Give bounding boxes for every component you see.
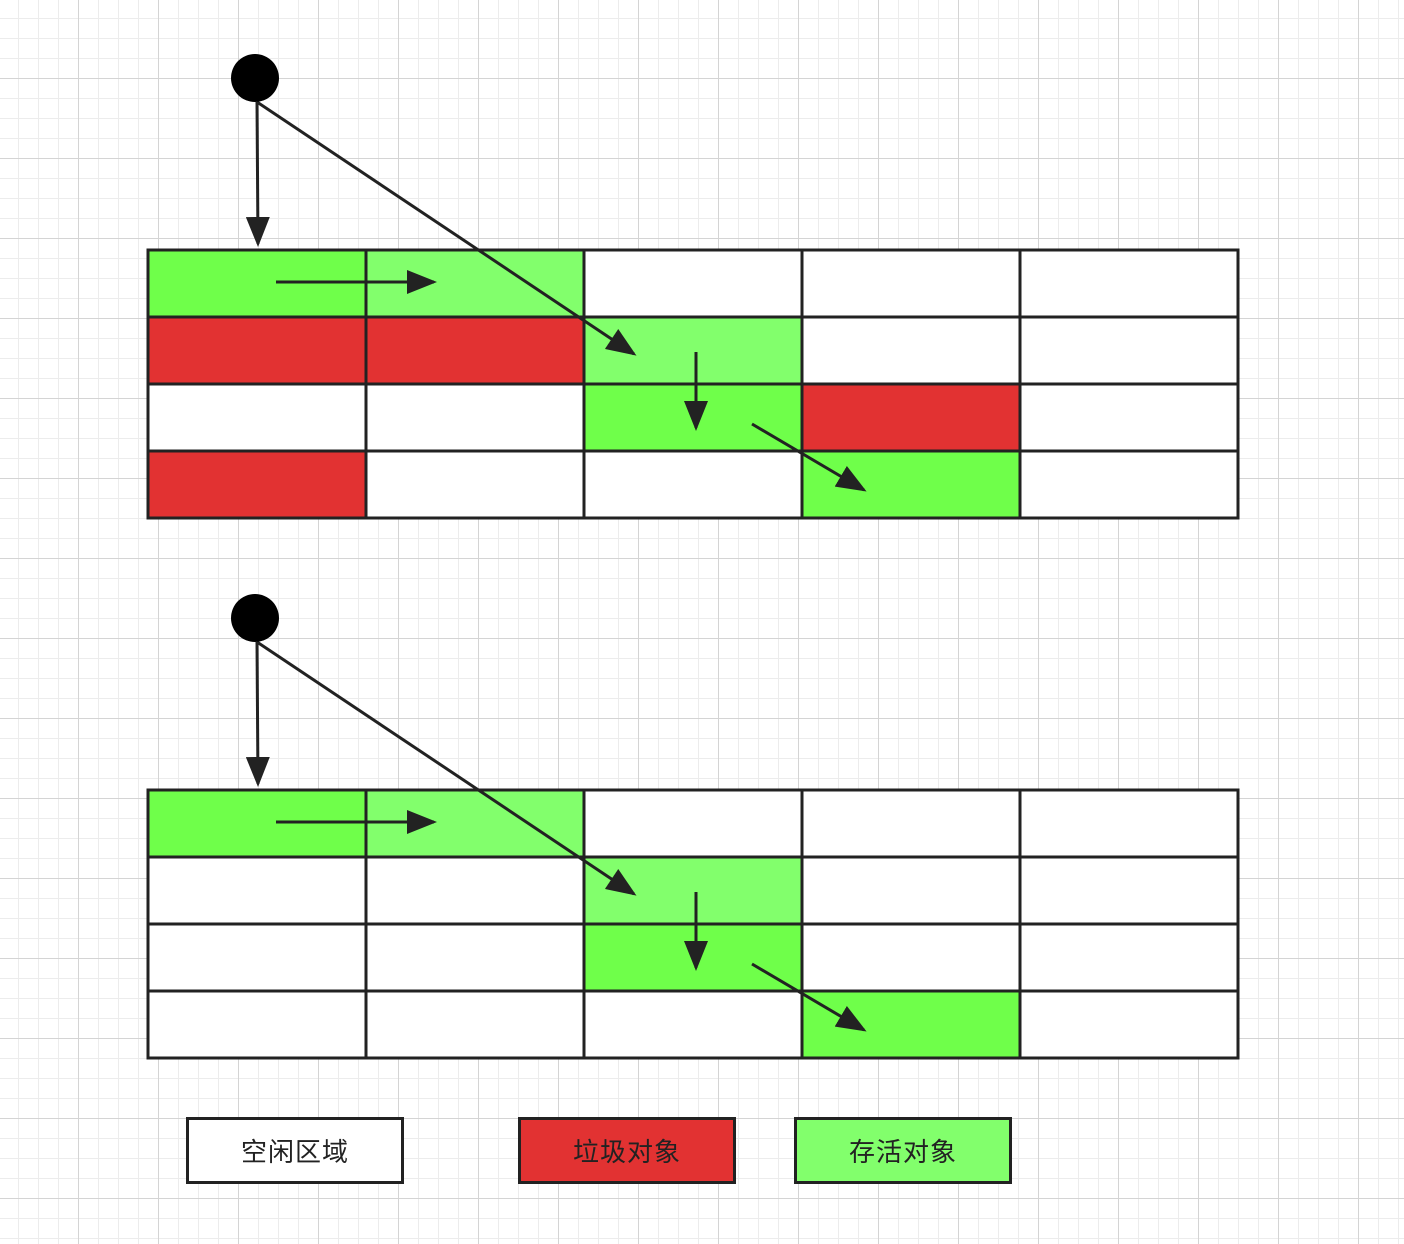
memory-cell-live-dark: [582, 382, 804, 453]
memory-cell-free: [364, 382, 586, 453]
legend-live-label: 存活对象: [848, 1138, 957, 1168]
root-to-middle-arrow: [256, 640, 637, 896]
legend-garbage-label: 垃圾对象: [572, 1138, 681, 1168]
root-to-first-arrow: [245, 101, 270, 247]
memory-cell-garbage: [800, 382, 1022, 453]
memory-cell-free: [146, 922, 368, 993]
memory-cell-free: [146, 855, 368, 926]
memory-cell-free: [582, 989, 804, 1060]
memory-cell-free: [364, 449, 586, 520]
memory-cell-free: [364, 922, 586, 993]
memory-cell-free: [1018, 855, 1240, 926]
memory-cell-garbage: [146, 449, 368, 520]
legend-garbage-object: 垃圾对象: [518, 1117, 736, 1184]
memory-cell-live-light: [582, 315, 804, 386]
memory-cell-free: [364, 855, 586, 926]
memory-cell-free: [800, 315, 1022, 386]
after-compaction-references: [231, 594, 867, 1032]
memory-cell-free: [364, 989, 586, 1060]
root-to-middle-arrow: [256, 100, 637, 356]
memory-cell-free: [146, 382, 368, 453]
before-compaction-grid: [146, 248, 1240, 520]
memory-cell-free: [1018, 382, 1240, 453]
memory-cell-garbage: [364, 315, 586, 386]
memory-cell-free: [146, 989, 368, 1060]
memory-cell-free: [800, 788, 1022, 859]
middle-to-bottom-right-arrow: [751, 962, 867, 1032]
memory-cell-free: [800, 855, 1022, 926]
middle-to-bottom-right-arrow: [751, 422, 867, 492]
memory-cell-free: [582, 449, 804, 520]
before-compaction-references: [231, 54, 867, 492]
memory-cell-live-dark: [800, 989, 1022, 1060]
memory-cell-free: [582, 248, 804, 319]
root-to-first-arrow: [245, 641, 270, 787]
memory-cell-free: [582, 788, 804, 859]
memory-cell-live-dark: [582, 922, 804, 993]
memory-cell-free: [1018, 248, 1240, 319]
legend-free-area: 空闲区域: [186, 1117, 404, 1184]
memory-cell-free: [800, 922, 1022, 993]
memory-cell-free: [1018, 989, 1240, 1060]
memory-cell-free: [800, 248, 1022, 319]
legend-live-object: 存活对象: [794, 1117, 1012, 1184]
root-node-icon: [231, 594, 279, 642]
memory-cell-free: [1018, 315, 1240, 386]
memory-cell-garbage: [146, 315, 368, 386]
after-compaction-grid: [146, 788, 1240, 1060]
memory-cell-free: [1018, 922, 1240, 993]
memory-cell-live-light: [582, 855, 804, 926]
memory-cell-free: [1018, 449, 1240, 520]
root-node-icon: [231, 54, 279, 102]
legend-free-label: 空闲区域: [240, 1138, 349, 1168]
memory-cell-live-dark: [800, 449, 1022, 520]
memory-cell-free: [1018, 788, 1240, 859]
